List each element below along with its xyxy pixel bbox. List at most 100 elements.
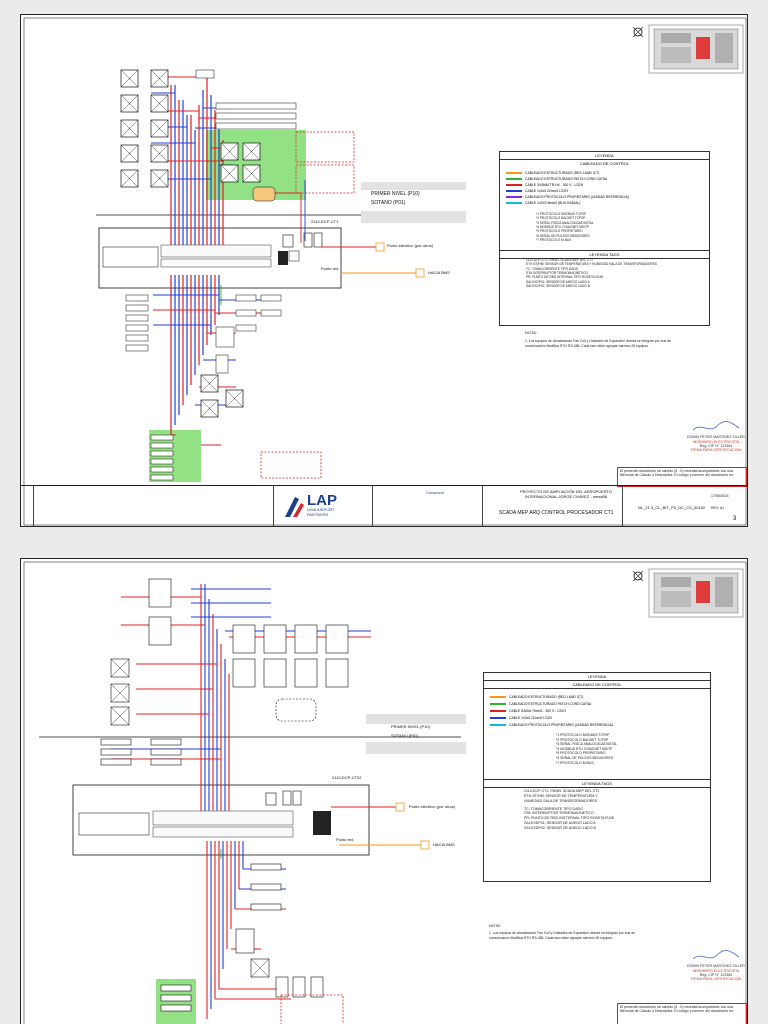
network-point-label: Punto red [336, 837, 354, 842]
signature-role: INGENIERO ELECTRICISTA [692, 439, 740, 444]
signature-reg: Reg. CIP N° 123364 [699, 972, 733, 977]
project-name: PROYECTO DE AMPLIACIÓN DEL AEROPUERTO IN… [519, 489, 613, 499]
note-title: NOTA: [489, 923, 501, 928]
legend-cable-text: CABLE 1x2x0.22mm2 LSZH [509, 716, 552, 720]
signature-reg: Reg. CIP N° 123364 [699, 443, 733, 448]
tag-list: 2110-DCP-CT1: PANEL SCADA MEP DEL CT1 ET… [526, 258, 657, 288]
cable-swatch [490, 710, 506, 712]
legend-cable-row: CABLEADO PROTOCOLO PROPIETARIO (UNIDAD R… [506, 195, 629, 199]
cable-swatch [490, 717, 506, 719]
sheet-number: 3 [733, 516, 737, 522]
legend-cable-row: CABLE 3X4MM TR-H4 - 300 V - LSZH [506, 183, 583, 187]
lap-wing-icon [285, 497, 304, 517]
network-point-label: Punto red [321, 266, 339, 271]
legend-cable-text: CABLEADO PROTOCOLO PROPIETARIO (UNIDAD R… [509, 723, 614, 727]
protocol-item: *3 SEÑAL FISICA ANALOGICA/DIGITAL [536, 220, 594, 225]
signature-role: INGENIERO ELECTRICISTA [692, 968, 740, 973]
legend-subtitle: CABLEADO DE CONTROL [579, 161, 630, 166]
tag-item: ITM: INTERRUPTOR TERMOMAGNETICO [526, 270, 588, 275]
level-upper-label: PRIMER NIVEL (P10) [371, 191, 420, 197]
tb-rev-column [21, 486, 34, 526]
hacia-bms-label: HACIA BMS [433, 842, 455, 847]
legend-cable-row: CABLE 1x2x0.22mm2 LSZH [506, 189, 568, 193]
drawing-title: SCADA MEP ARQ CONTROL PROCESADOR CT1 [499, 510, 614, 516]
protocol-item: *5 PROTOCOLO PROPIETARIO [556, 751, 606, 756]
tb-rev-table [33, 486, 274, 526]
protocol-item: *2 PROTOCOLO BACNET TCP/IP [556, 737, 609, 742]
tb-consortium-divider [481, 486, 483, 526]
signature-scribble-icon [692, 950, 740, 960]
revision-stamp: El presente documento de cambio (0 - 0) … [617, 467, 747, 487]
note-text: 1. Los equipos de climatización Fan Coil… [525, 339, 671, 348]
signature-name: EDWIN PETER MARTINEZ SILLER [687, 435, 745, 440]
legend-title: LEYENDA [484, 673, 710, 681]
signature-block: EDWIN PETER MARTINEZ SILLER INGENIERO EL… [685, 949, 747, 982]
signature-caption: FIRMA PARA CERTIFICACION [690, 977, 742, 982]
power-point-label: Punto electrico (por otros) [409, 804, 456, 809]
legend-cable-text: CABLEADO ESTRUCTURADO (RED LAND ICT) [509, 695, 584, 699]
tag-item: PR: PUNTO DE RED INTERNAL TIPO ROSETA RJ… [526, 275, 603, 280]
legend-panel: LEYENDA CABLEADO DE CONTROL CABLEADO EST… [483, 672, 711, 882]
cable-swatch [490, 703, 506, 705]
legend-cable-row: CABLEADO ESTRUCTURADO PATCH CORD CAT6A [506, 177, 607, 181]
tag-item: ETH-ST/HM: SENSOR DE TEMPERATURA Y [524, 793, 598, 798]
tag-item: TC: TOMACORRIENTE TIPO DADO [524, 806, 583, 811]
legend-cable-row: CABLE SADIA 7fmm2 - 300 V - LSZH [490, 709, 566, 713]
protocol-item: *6 SEÑAL DE PULSOS MEDIDORES [536, 233, 590, 238]
legend-cable-text: CABLE 3X4MM TR-H4 - 300 V - LSZH [525, 183, 584, 187]
panel-tag: 2110-DCP-CT1 [311, 219, 339, 224]
protocol-item: *5 PROTOCOLO PROPIETARIO [536, 229, 583, 234]
protocol-item: *4 MODBUS RTU O BACNET MS/TP [536, 224, 590, 229]
legend-cable-row: CABLEADO ESTRUCTURADO (RED LAND ICT) [490, 695, 583, 699]
stamp-text: El presente documento de cambio (0 - 0) … [620, 1005, 734, 1014]
legend-cable-text: CABLE SADIA 7fmm2 - 300 V - LSZH [509, 709, 566, 713]
lap-logo-text: LAP [307, 492, 337, 509]
cable-swatch [490, 724, 506, 726]
lap-logo-subtitle: LIMA AIRPORT PARTNERS [307, 507, 335, 517]
document-code: NL_21 3_CL_BIT_P3_DC_CS_00102 [638, 505, 706, 510]
lap-logo: LAP LIMA AIRPORT PARTNERS [281, 490, 371, 522]
power-point-label: Punto electrico (por otros) [387, 243, 434, 248]
cable-swatch [506, 178, 522, 180]
signature-scribble-icon [692, 421, 740, 431]
tags-title: LEYENDA TAGS [484, 779, 710, 788]
tags-title: LEYENDA TAGS [500, 250, 709, 259]
protocol-item: *2 PROTOCOLO BACNET TCP/IP [536, 216, 586, 221]
tag-item: PR: PUNTO DE RED INS'TERNAL TIPO ROSETA … [524, 816, 614, 821]
drawing-sheet-2: PRIMER NIVEL (P10) SOTANO (P01) 2110-DCP… [20, 558, 748, 1024]
protocol-item: *6 SEÑAL DE PULSOS MEDIDORES [556, 755, 613, 760]
protocol-item: *4 MODBUS RTU O BACNET MS/TP [556, 746, 613, 751]
legend-subtitle: CABLEADO DE CONTROL [484, 681, 710, 689]
consortium-name: Consorcio [426, 490, 445, 495]
legend-cable-row: CABLEADO ESTRUCTURADO (RED LAND ICT) [506, 171, 599, 175]
level-upper-label: PRIMER NIVEL (P10) [391, 724, 430, 729]
revision-code: REV: A1 [711, 506, 725, 510]
tb-logo-divider [371, 486, 373, 526]
legend-cable-text: CABLEADO ESTRUCTURADO PATCH CORD CAT6A [509, 702, 592, 706]
legend-cable-text: CABLEADO ESTRUCTURADO PATCH CORD CAT6A [525, 177, 608, 181]
tag-list: 2110-DCP-CT2: PANEL SCADA MEP DEL CT2 ET… [524, 789, 614, 831]
tag-item: ITM: INTERRUPTOR TERMOMAGNETICO [524, 811, 594, 816]
level-lower-label: SOTANO (P01) [391, 733, 419, 738]
legend-cable-row: CABLEADO ESTRUCTURADO PATCH CORD CAT6A [490, 702, 591, 706]
signature-block: EDWIN PETER MARTINEZ SILLER INGENIERO EL… [685, 420, 747, 453]
wiring-diagram-1 [23, 17, 747, 526]
legend-cable-text: CABLE 1x2X0.5mm2 (BUS RADIAL) [525, 201, 581, 205]
legend-cable-text: CABLEADO PROTOCOLO PROPIETARIO (UNIDAD R… [525, 195, 629, 199]
tag-item: TC: TOMACORRIENTE TIPO DADO [526, 266, 579, 271]
note-title: NOTA: [525, 330, 537, 335]
drawing-sheet-1: PRIMER NIVEL (P10) SOTANO (P01) 2110-DCP… [20, 14, 748, 527]
note-text: 1. Los equipos de climatización Fan Coil… [489, 931, 635, 940]
legend-cable-text: CABLEADO ESTRUCTURADO (RED LAND ICT) [525, 171, 600, 175]
tag-item: SAI-EXDP02: SENSOR DE ANEGO LADO B [526, 283, 590, 288]
cable-swatch [506, 184, 522, 186]
protocol-list: *1 PROTOCOLO MODBUS TCP/IP *2 PROTOCOLO … [536, 212, 594, 242]
protocol-list: *1 PROTOCOLO MODBUS TCP/IP *2 PROTOCOLO … [556, 733, 617, 765]
cable-swatch [490, 696, 506, 698]
tag-item: 2110-DCP-CT2: PANEL SCADA MEP DEL CT2 [524, 789, 600, 793]
panel-tag: 2110-DCP-CT02 [332, 775, 362, 780]
legend-cable-row: CABLEADO PROTOCOLO PROPIETARIO (UNIDAD R… [490, 723, 614, 727]
cable-swatch [506, 190, 522, 192]
title-block: LAP LIMA AIRPORT PARTNERS Consorcio PROY… [21, 485, 747, 526]
protocol-item: *1 PROTOCOLO MODBUS TCP/IP [556, 733, 610, 737]
